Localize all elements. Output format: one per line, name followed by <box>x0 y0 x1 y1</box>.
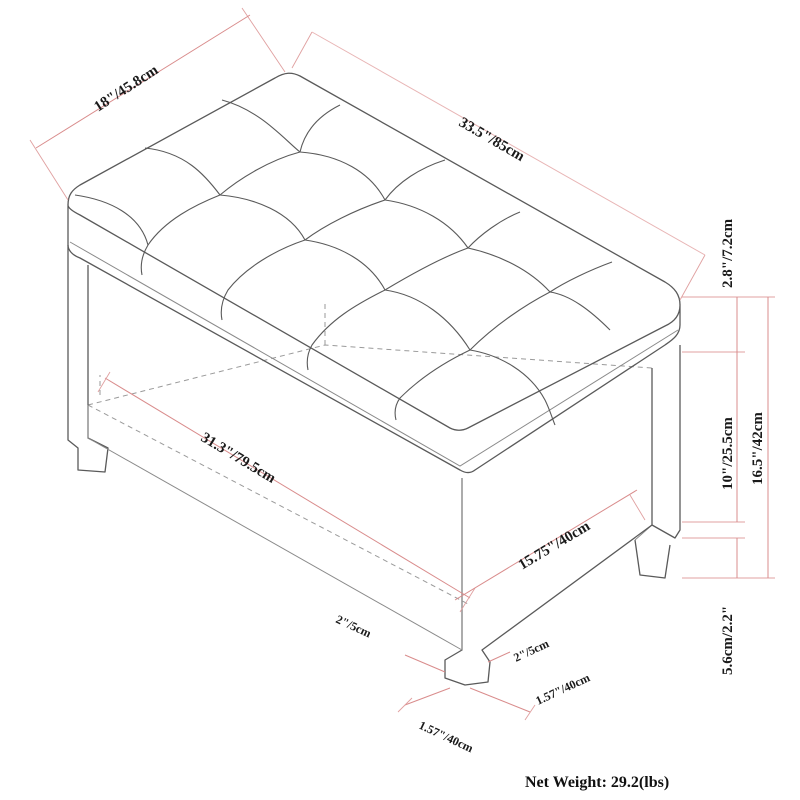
label-leg-height: 5.6cm/2.2" <box>720 606 736 675</box>
label-leg-front-right: 2"/5cm <box>511 636 551 664</box>
frame-right <box>651 345 681 539</box>
label-cushion-height: 2.8"/7.2cm <box>720 218 736 288</box>
label-storage-height: 10"/25.5cm <box>720 417 736 490</box>
bench-drawing <box>67 72 681 686</box>
label-interior-depth: 15.75"/40cm <box>516 518 594 573</box>
tufting-seams <box>74 99 613 426</box>
interior-hidden-lines <box>87 300 653 606</box>
label-interior-width: 31.3"/79.5cm <box>198 430 279 487</box>
label-leg-side-right: 1.57"/40cm <box>533 670 592 707</box>
label-leg-side-bottom: 1.57"/40cm <box>417 718 476 755</box>
label-depth-top: 18"/45.8cm <box>91 62 161 115</box>
leg-back-right <box>634 539 671 579</box>
label-total-height: 16.5"/42cm <box>750 412 766 485</box>
dimension-lines <box>29 7 775 721</box>
net-weight-label: Net Weight: 29.2(lbs) <box>525 774 669 791</box>
front-panel <box>444 478 653 686</box>
label-width-top: 33.5"/85cm <box>456 115 528 166</box>
cushion-front <box>67 204 681 474</box>
cushion-top <box>67 72 681 306</box>
label-leg-front-left: 2"/5cm <box>334 612 374 640</box>
